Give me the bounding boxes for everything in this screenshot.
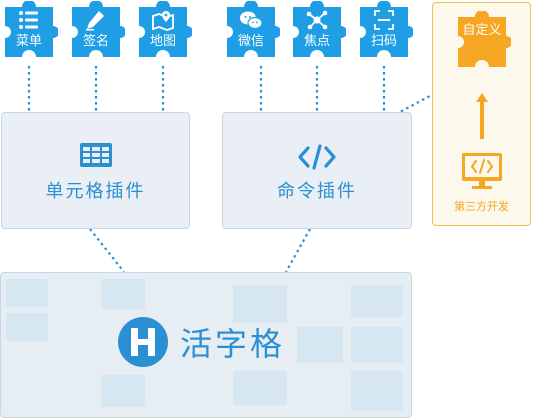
command-plugin-label: 命令插件 bbox=[277, 181, 357, 202]
custom-piece-label: 自定义 bbox=[462, 23, 502, 38]
monitor-code-icon bbox=[462, 153, 502, 189]
third-party-panel: 自定义 第三方开发 bbox=[432, 2, 531, 226]
piece-label: 扫码 bbox=[370, 34, 397, 49]
background-tile bbox=[297, 327, 343, 363]
background-tile bbox=[101, 279, 145, 309]
puzzle-piece-shape bbox=[360, 1, 413, 57]
piece-label: 签名 bbox=[82, 34, 109, 49]
third-party-label: 第三方开发 bbox=[454, 200, 509, 213]
h-logo-icon bbox=[131, 328, 155, 356]
scan-icon bbox=[374, 10, 394, 30]
background-tile bbox=[6, 279, 48, 307]
platform-logo bbox=[118, 317, 168, 367]
puzzle-piece-shape bbox=[227, 1, 280, 57]
puzzle-piece-shape bbox=[458, 11, 511, 67]
background-tile bbox=[233, 285, 287, 323]
puzzle-piece-scan: 扫码 bbox=[355, 1, 413, 59]
background-tile bbox=[6, 313, 48, 341]
list-icon bbox=[19, 11, 38, 29]
puzzle-piece-focus: 焦点 bbox=[288, 1, 346, 59]
puzzle-piece-wechat: 微信 bbox=[222, 1, 280, 59]
background-tile bbox=[351, 327, 403, 363]
platform-box bbox=[0, 272, 412, 418]
piece-label: 地图 bbox=[149, 34, 176, 49]
puzzle-piece-shape bbox=[72, 1, 125, 57]
puzzle-piece-signature: 签名 bbox=[67, 1, 125, 59]
piece-label: 焦点 bbox=[303, 34, 330, 49]
background-tile bbox=[351, 371, 403, 411]
puzzle-piece-shape bbox=[5, 1, 58, 57]
puzzle-piece-shape bbox=[293, 1, 346, 57]
cell-plugin-box: 单元格插件 bbox=[1, 112, 190, 229]
background-tile bbox=[101, 375, 145, 407]
platform-brand: 活字格 bbox=[118, 317, 285, 367]
puzzle-piece-map: 地图 bbox=[134, 1, 192, 59]
platform-name: 活字格 bbox=[180, 325, 286, 363]
command-plugin-box: 命令插件 bbox=[222, 112, 412, 229]
puzzle-piece-menu: 菜单 bbox=[0, 1, 58, 59]
background-tile bbox=[351, 285, 403, 317]
arrow-up-icon bbox=[476, 93, 488, 139]
map-icon bbox=[152, 11, 174, 31]
cell-plugin-label: 单元格插件 bbox=[45, 181, 146, 202]
grid-icon bbox=[79, 143, 112, 167]
wechat-icon bbox=[240, 11, 263, 30]
share-nodes-icon bbox=[306, 10, 328, 30]
piece-label: 菜单 bbox=[15, 34, 42, 49]
piece-label: 微信 bbox=[237, 34, 264, 49]
puzzle-piece-custom: 自定义 bbox=[453, 11, 511, 69]
code-icon bbox=[298, 144, 336, 170]
background-tile bbox=[233, 371, 287, 405]
pen-icon bbox=[86, 11, 104, 31]
